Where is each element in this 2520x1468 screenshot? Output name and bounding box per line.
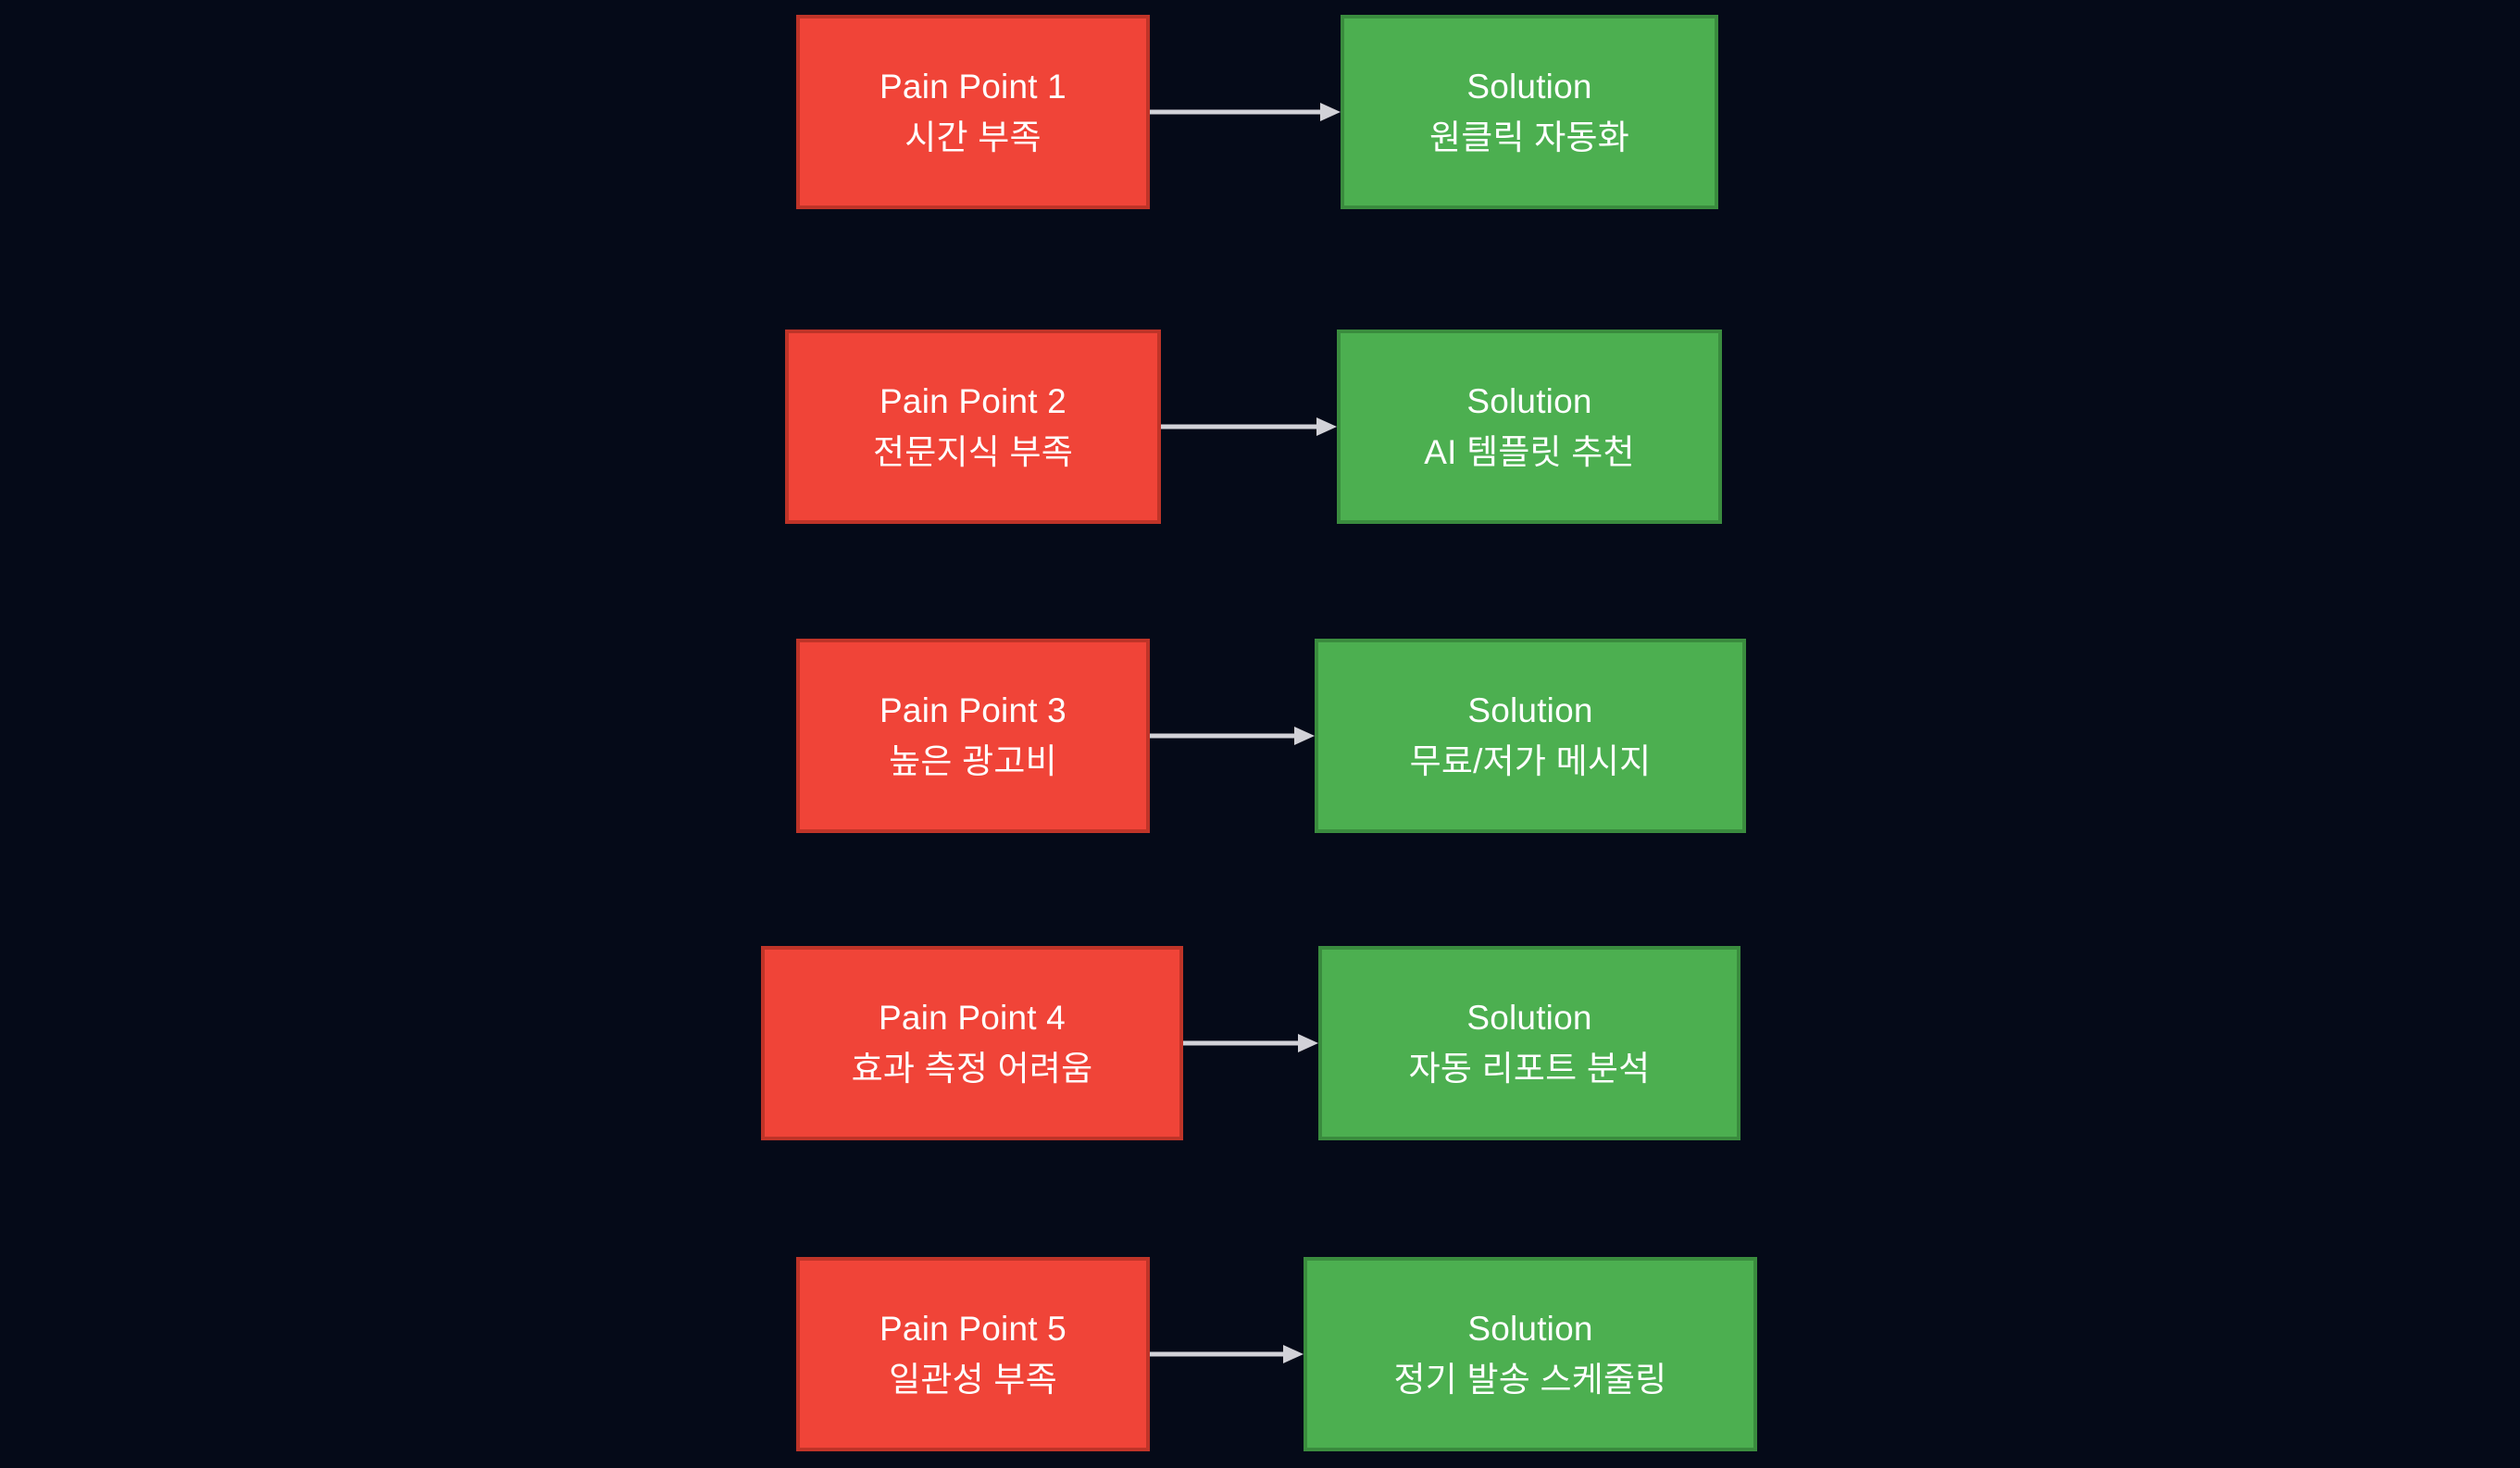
arrow-right-icon bbox=[1150, 1344, 1304, 1364]
solution-box[interactable]: Solution 자동 리포트 분석 bbox=[1318, 946, 1740, 1140]
pain-point-box[interactable]: Pain Point 3 높은 광고비 bbox=[796, 639, 1150, 833]
solution-box[interactable]: Solution AI 템플릿 추천 bbox=[1337, 330, 1722, 524]
solution-title: Solution bbox=[1467, 1310, 1593, 1349]
arrow-right-icon bbox=[1183, 1033, 1318, 1053]
pain-point-box[interactable]: Pain Point 5 일관성 부족 bbox=[796, 1257, 1150, 1451]
solution-detail: 정기 발송 스케줄링 bbox=[1393, 1360, 1667, 1399]
solution-title: Solution bbox=[1466, 999, 1592, 1038]
pain-point-box[interactable]: Pain Point 4 효과 측정 어려움 bbox=[761, 946, 1183, 1140]
pain-point-detail: 일관성 부족 bbox=[889, 1360, 1057, 1399]
pain-point-title: Pain Point 5 bbox=[880, 1310, 1067, 1349]
flow-row: Pain Point 3 높은 광고비 Solution 무료/저가 메시지 bbox=[796, 639, 1746, 833]
flow-row: Pain Point 1 시간 부족 Solution 원클릭 자동화 bbox=[796, 15, 1718, 209]
arrow-right-icon bbox=[1161, 417, 1337, 437]
pain-point-title: Pain Point 4 bbox=[879, 999, 1066, 1038]
solution-title: Solution bbox=[1466, 382, 1592, 421]
pain-point-title: Pain Point 1 bbox=[880, 68, 1067, 106]
solution-detail: 자동 리포트 분석 bbox=[1408, 1049, 1651, 1088]
solution-detail: AI 템플릿 추천 bbox=[1424, 432, 1635, 471]
pain-point-box[interactable]: Pain Point 1 시간 부족 bbox=[796, 15, 1150, 209]
pain-point-box[interactable]: Pain Point 2 전문지식 부족 bbox=[785, 330, 1161, 524]
solution-detail: 무료/저가 메시지 bbox=[1409, 741, 1652, 780]
flow-row: Pain Point 4 효과 측정 어려움 Solution 자동 리포트 분… bbox=[761, 946, 1740, 1140]
pain-point-detail: 전문지식 부족 bbox=[873, 432, 1073, 471]
arrow-right-icon bbox=[1150, 726, 1315, 746]
flow-row: Pain Point 2 전문지식 부족 Solution AI 템플릿 추천 bbox=[785, 330, 1722, 524]
solution-box[interactable]: Solution 원클릭 자동화 bbox=[1341, 15, 1718, 209]
flow-row: Pain Point 5 일관성 부족 Solution 정기 발송 스케줄링 bbox=[796, 1257, 1757, 1451]
solution-box[interactable]: Solution 정기 발송 스케줄링 bbox=[1304, 1257, 1757, 1451]
pain-point-title: Pain Point 2 bbox=[880, 382, 1067, 421]
pain-point-detail: 높은 광고비 bbox=[889, 741, 1057, 780]
solution-box[interactable]: Solution 무료/저가 메시지 bbox=[1315, 639, 1746, 833]
solution-detail: 원클릭 자동화 bbox=[1429, 118, 1629, 156]
pain-point-detail: 시간 부족 bbox=[904, 118, 1042, 156]
solution-title: Solution bbox=[1467, 691, 1593, 730]
arrow-right-icon bbox=[1150, 102, 1341, 122]
pain-point-title: Pain Point 3 bbox=[880, 691, 1067, 730]
solution-title: Solution bbox=[1466, 68, 1592, 106]
pain-point-detail: 효과 측정 어려움 bbox=[851, 1049, 1093, 1088]
